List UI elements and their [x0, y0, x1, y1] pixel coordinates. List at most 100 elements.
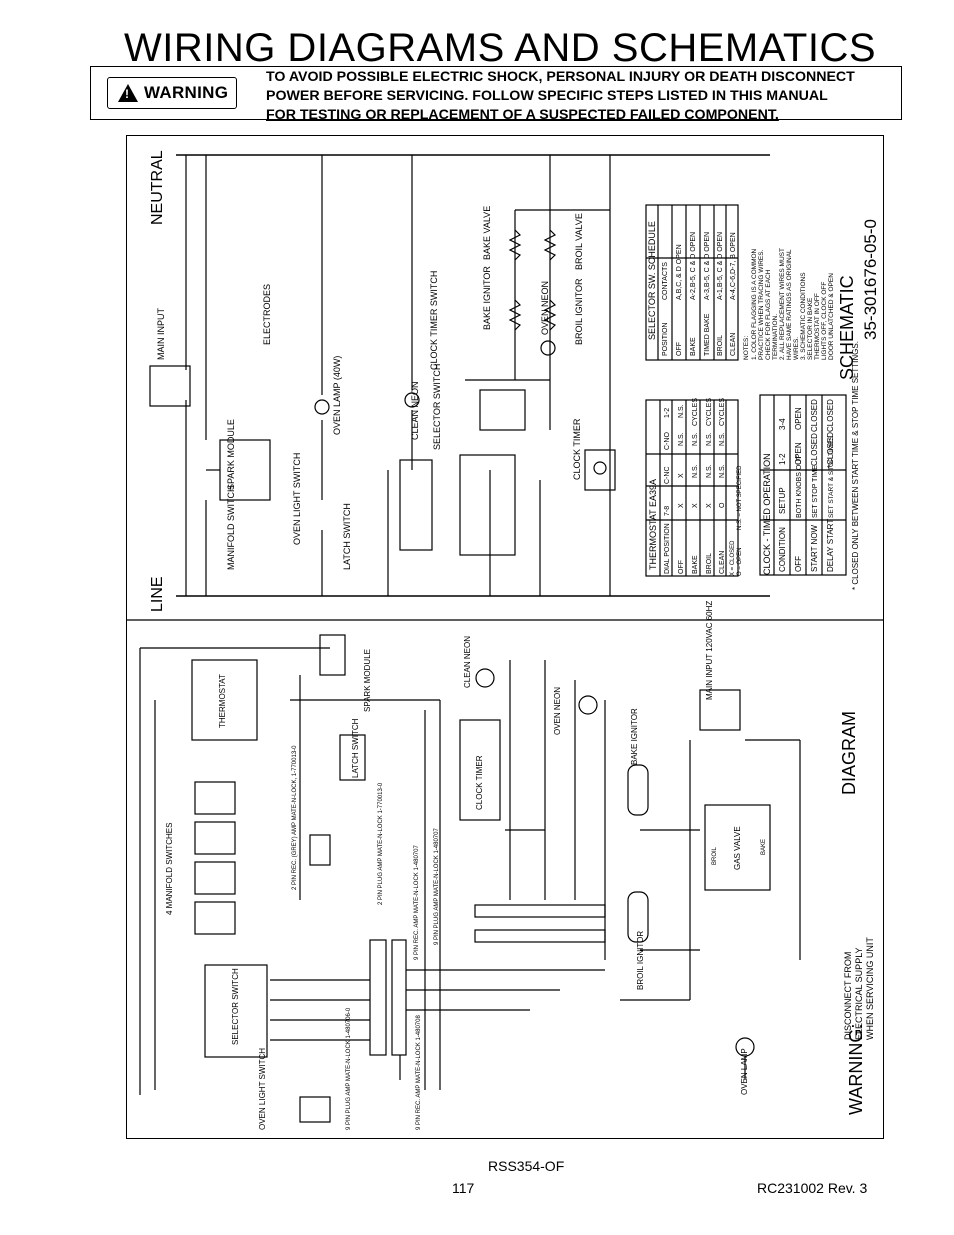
notes-line: 3. SCHEMATIC CONDITIONS [800, 272, 807, 360]
clock-footnote: * CLOSED ONLY BETWEEN START TIME & STOP … [851, 341, 860, 590]
diagram-label: DIAGRAM [839, 711, 859, 795]
bake-label: BAKE [761, 839, 767, 855]
diag-oven-neon-label: OVEN NEON [553, 687, 562, 735]
plug-label: 2 PIN REC. (GREY) AMP MATE-N-LOCK, 1-770… [292, 745, 298, 890]
selector-row: A-1,B-5, C & D OPEN [717, 232, 724, 300]
schematic-label: SCHEMATIC [837, 275, 857, 380]
clean-neon-label: CLEAN NEON [410, 381, 420, 440]
diag-broil-ignitor-label: BROIL IGNITOR [636, 931, 645, 990]
clock-col: 1-2 [778, 453, 787, 465]
selector-row: CLEAN [730, 333, 737, 356]
selector-col: CONTACTS [662, 262, 669, 300]
footer-page-number: 117 [452, 1180, 475, 1196]
thermo-legend: O = OPEN [737, 547, 743, 576]
warning-triangle-icon: ! [118, 84, 138, 102]
thermo-col: 7-8 [664, 506, 671, 516]
clock-col: CONDITION [778, 527, 787, 572]
manifold-switch-label: MANIFOLD SWITCH [226, 486, 236, 571]
thermostat-label: THERMOSTAT [218, 674, 227, 728]
footer-doc-id: RSS354-OF [488, 1158, 565, 1174]
notes-line: WIRES. [793, 337, 800, 360]
thermo-col: C-NC [664, 467, 671, 485]
latch-switch-label: LATCH SWITCH [342, 503, 352, 570]
clock-col: 3-4 [778, 418, 787, 430]
clock-col: SETUP [778, 487, 787, 514]
thermo-row: X [706, 503, 713, 508]
diagram-warning-label: WARNING: [846, 1024, 866, 1115]
thermo-row: BROIL [706, 553, 713, 574]
oven-light-switch-label: OVEN LIGHT SWITCH [292, 453, 302, 545]
notes-line: SELECTOR IN BAKE [807, 297, 814, 360]
thermo-row: CYCLES [719, 398, 726, 426]
notes-line: NOTES: [743, 336, 750, 360]
thermo-row: X [678, 503, 685, 508]
selector-row: A-4,C-6,D-7, B OPEN [730, 232, 737, 300]
clock-row: SET START & STOP TIMES [828, 435, 835, 518]
selector-table-heading: SELECTOR SW. SCHEDULE [647, 221, 657, 340]
manifold-switches-label: 4 MANIFOLD SWITCHES [165, 823, 174, 915]
diagram-warning-text: DISCONNECT FROM [843, 952, 853, 1040]
clock-row: CLOSED [826, 399, 835, 432]
schematic-frame [126, 135, 884, 1139]
selector-row: OFF [676, 342, 683, 356]
clock-row: START NOW [810, 524, 819, 572]
diag-selector-switch-label: SELECTOR SWITCH [231, 968, 240, 1045]
clock-row: *CLOSED [826, 432, 835, 468]
selector-row: A-3,B-5, C & D OPEN [704, 232, 711, 300]
thermo-col: C-NO [664, 432, 671, 450]
thermo-row: OFF [678, 560, 685, 574]
notes-line: TERMINATION. [772, 314, 779, 360]
thermo-legend: N.S. = NOT SPECIFIED [737, 465, 743, 530]
selector-row: BROIL [717, 335, 724, 356]
broil-ignitor-label: BROIL IGNITOR [574, 278, 584, 345]
bake-ignitor-label: BAKE IGNITOR [482, 266, 492, 330]
clock-row: OPEN [794, 442, 803, 465]
plug-label: 2 PIN PLUG AMP MATE-N-LOCK 1-770013-0 [378, 782, 384, 905]
clock-row: OFF [794, 556, 803, 572]
main-input-label: MAIN INPUT [156, 307, 166, 360]
diagram-warning-text: ELECTRICAL SUPPLY [854, 947, 864, 1040]
electrodes-label: ELECTRODES [262, 284, 272, 345]
thermo-row: N.S. [678, 432, 685, 446]
thermo-row: N.S. [692, 464, 699, 478]
clock-timer-label: CLOCK TIMER [572, 418, 582, 480]
thermostat-box [191, 659, 258, 741]
line-label: LINE [149, 576, 166, 612]
thermo-row: X [678, 473, 685, 478]
bake-valve-label: BAKE VALVE [482, 206, 492, 260]
part-number: 35-301676-05-0 [861, 219, 880, 340]
warning-badge: ! WARNING [107, 77, 237, 109]
notes-line: PRACTICE WHEN TRACING WIRES. [758, 249, 765, 360]
selector-row: TIMED BAKE [704, 313, 711, 356]
page-title: WIRING DIAGRAMS AND SCHEMATICS [123, 26, 877, 70]
thermo-row: N.S. [719, 464, 726, 478]
clock-row: DELAY START [826, 519, 835, 572]
clock-row: CLOSED [810, 399, 819, 432]
thermo-row: CYCLES [692, 398, 699, 426]
thermo-col: 1-2 [664, 408, 671, 418]
notes-line: 2. ALL REPLACEMENT WIRES MUST [779, 248, 786, 360]
diag-latch-switch-label: LATCH SWITCH [351, 718, 360, 778]
selector-row: A-2,B-5, C & D OPEN [690, 232, 697, 300]
spark-module-label: SPARK MODULE [226, 419, 236, 490]
thermo-row: BAKE [692, 555, 699, 574]
clock-row: CLOSED [810, 433, 819, 466]
notes-line: THERMOSTAT IN OFF [814, 293, 821, 360]
selector-col: POSITION [662, 323, 669, 356]
diag-spark-module-label: SPARK MODULE [363, 649, 372, 712]
oven-lamp-label: OVEN LAMP (40W) [332, 356, 342, 435]
selector-row: BAKE [690, 337, 697, 356]
diag-oven-light-switch-label: OVEN LIGHT SWITCH [258, 1048, 267, 1130]
selector-switch-label: SELECTOR SWITCH [432, 364, 442, 450]
thermo-row: N.S. [692, 432, 699, 446]
thermo-row: N.S. [706, 432, 713, 446]
footer-revision: RC231002 Rev. 3 [757, 1180, 868, 1196]
plug-label: 9 PIN PLUG AMP MATE-N-LOCK 1-480706-0 [346, 1007, 352, 1130]
thermo-row: CLEAN [719, 551, 726, 574]
thermo-row: O [719, 502, 726, 508]
clock-timer-switch-label: CLOCK TIMER SWITCH [429, 271, 439, 370]
notes-line: DOOR UNLATCHED & OPEN [828, 273, 835, 360]
diag-bake-ignitor-label: BAKE IGNITOR [630, 708, 639, 765]
thermo-col: DIAL POSITION [664, 523, 671, 574]
warning-line: TO AVOID POSSIBLE ELECTRIC SHOCK, PERSON… [266, 69, 855, 85]
